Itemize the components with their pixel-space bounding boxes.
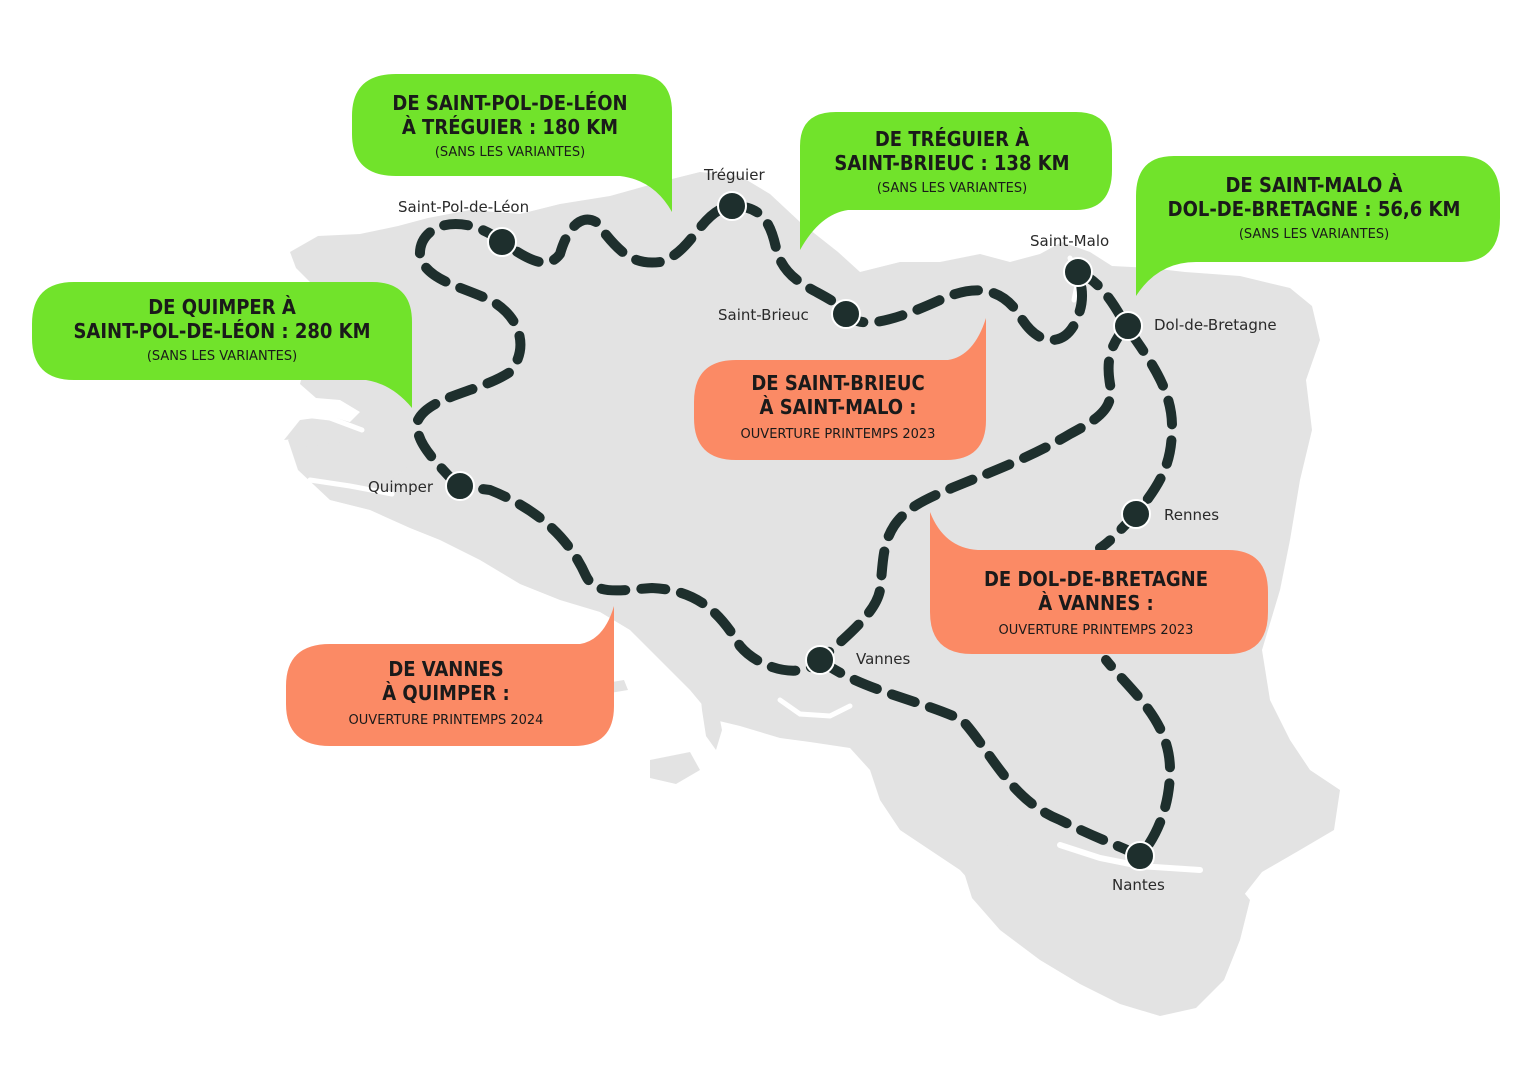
bubble-title-2: SAINT-POL-DE-LÉON : 280 KM <box>73 319 370 343</box>
bubble-title-2: DOL-DE-BRETAGNE : 56,6 KM <box>1168 197 1461 221</box>
bubble-title-1: DE VANNES <box>388 657 503 681</box>
bubble-shape <box>286 606 614 746</box>
label-nantes: Nantes <box>1112 876 1165 894</box>
marker-dol-de-bretagne[interactable] <box>1113 311 1143 341</box>
bubble-title-1: DE TRÉGUIER À <box>875 127 1029 151</box>
marker-rennes[interactable] <box>1121 499 1151 529</box>
bubble-saint-malo-dol[interactable]: DE SAINT-MALO À DOL-DE-BRETAGNE : 56,6 K… <box>1136 156 1500 296</box>
gulf-of-morbihan <box>777 697 853 719</box>
marker-treguier[interactable] <box>717 191 747 221</box>
label-saint-pol-de-leon: Saint-Pol-de-Léon <box>398 198 529 216</box>
marker-saint-malo[interactable] <box>1063 257 1093 287</box>
marker-saint-brieuc[interactable] <box>831 299 861 329</box>
bubble-vannes-quimper[interactable]: DE VANNES À QUIMPER : OUVERTURE PRINTEMP… <box>286 606 614 746</box>
bubble-title-1: DE SAINT-POL-DE-LÉON <box>392 91 627 115</box>
marker-quimper[interactable] <box>445 471 475 501</box>
route-path <box>412 201 1177 861</box>
bubble-saint-pol-treguier[interactable]: DE SAINT-POL-DE-LÉON À TRÉGUIER : 180 KM… <box>352 74 672 212</box>
label-rennes: Rennes <box>1164 506 1219 524</box>
bubble-title-2: À SAINT-MALO : <box>760 395 917 419</box>
brittany-mainland <box>288 172 1340 1000</box>
label-treguier: Tréguier <box>703 166 765 184</box>
city-markers <box>445 191 1155 871</box>
bubble-note: (SANS LES VARIANTES) <box>877 181 1027 196</box>
loire-river <box>1057 842 1203 873</box>
loire-atlantique-south <box>962 836 1250 1016</box>
bubble-title-1: DE QUIMPER À <box>148 295 296 319</box>
label-vannes: Vannes <box>856 650 911 668</box>
bubble-shape <box>1136 156 1500 296</box>
bubble-treguier-saint-brieuc[interactable]: DE TRÉGUIER À SAINT-BRIEUC : 138 KM (SAN… <box>800 112 1112 250</box>
bubble-title-2: À VANNES : <box>1038 591 1154 615</box>
belle-ile <box>650 752 700 784</box>
label-saint-malo: Saint-Malo <box>1030 232 1109 250</box>
bubble-note: OUVERTURE PRINTEMPS 2023 <box>741 427 936 442</box>
label-saint-brieuc: Saint-Brieuc <box>718 306 809 324</box>
marker-vannes[interactable] <box>805 645 835 675</box>
bubble-shape <box>352 74 672 212</box>
bubble-dol-vannes[interactable]: DE DOL-DE-BRETAGNE À VANNES : OUVERTURE … <box>930 512 1268 654</box>
bubble-shape <box>800 112 1112 250</box>
marker-nantes[interactable] <box>1125 841 1155 871</box>
bubble-quimper-saint-pol[interactable]: DE QUIMPER À SAINT-POL-DE-LÉON : 280 KM … <box>32 282 412 408</box>
crozon-peninsula <box>296 442 408 480</box>
bubble-title-1: DE SAINT-BRIEUC <box>751 371 924 395</box>
marker-saint-pol-de-leon[interactable] <box>487 227 517 257</box>
bubble-note: (SANS LES VARIANTES) <box>1239 227 1389 242</box>
bubble-shape <box>930 512 1268 654</box>
city-labels: Saint-Pol-de-Léon Tréguier Saint-Brieuc … <box>368 166 1277 894</box>
label-dol-de-bretagne: Dol-de-Bretagne <box>1154 316 1277 334</box>
rade-de-brest <box>293 411 365 433</box>
bubble-title-1: DE DOL-DE-BRETAGNE <box>984 567 1208 591</box>
bubble-title-2: À TRÉGUIER : 180 KM <box>402 115 618 139</box>
bubble-shape <box>32 282 412 408</box>
bubble-title-2: À QUIMPER : <box>382 681 509 705</box>
bubble-note: OUVERTURE PRINTEMPS 2024 <box>349 713 544 728</box>
bubble-title-2: SAINT-BRIEUC : 138 KM <box>834 151 1069 175</box>
label-quimper: Quimper <box>368 478 434 496</box>
bubble-title-1: DE SAINT-MALO À <box>1225 173 1402 197</box>
quiberon <box>700 690 722 750</box>
bubble-note: (SANS LES VARIANTES) <box>435 145 585 160</box>
bubble-shape <box>694 318 986 460</box>
bubble-saint-brieuc-saint-malo[interactable]: DE SAINT-BRIEUC À SAINT-MALO : OUVERTURE… <box>694 318 986 460</box>
bubble-note: OUVERTURE PRINTEMPS 2023 <box>999 623 1194 638</box>
bubble-note: (SANS LES VARIANTES) <box>147 349 297 364</box>
douarnenez-bay <box>307 477 395 497</box>
